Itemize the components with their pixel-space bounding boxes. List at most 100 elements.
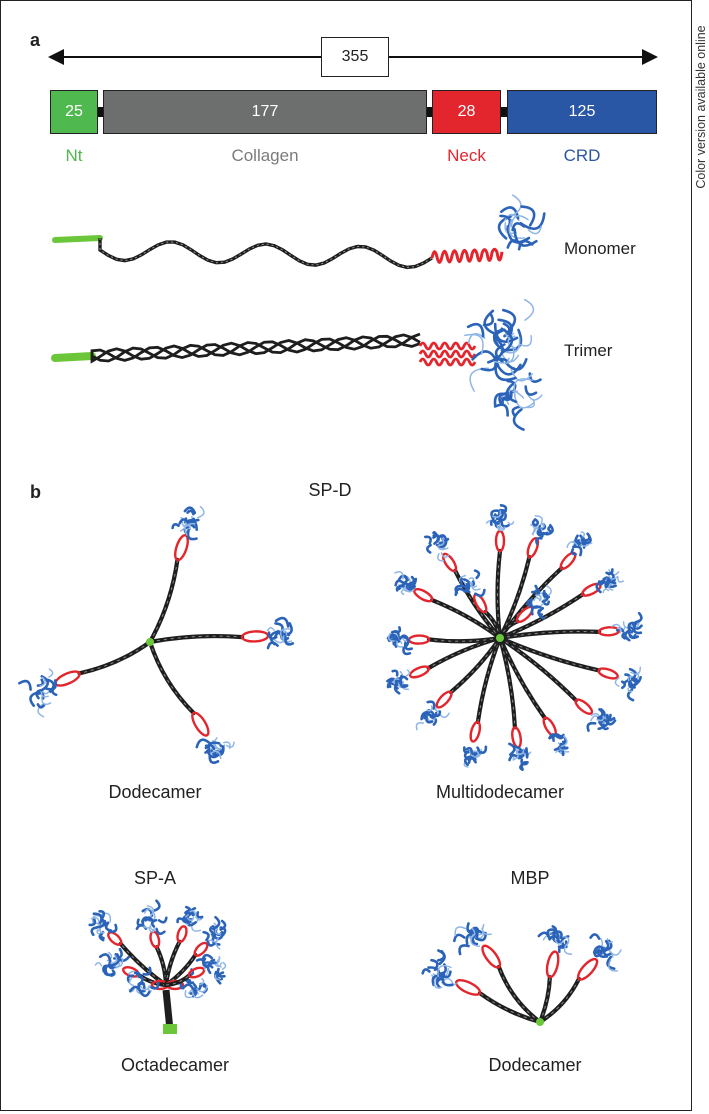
crd-strand: [493, 403, 509, 417]
figure-frame: [0, 0, 692, 1111]
crd-strand: [98, 910, 106, 919]
segment-neck: 28: [432, 90, 501, 134]
crd-strand: [628, 626, 635, 634]
crd-strand: [149, 981, 160, 990]
collagen-texture: [450, 637, 501, 693]
collagen-texture: [120, 943, 167, 986]
crd-strand: [513, 378, 533, 397]
crd-strand: [183, 506, 197, 515]
crd-strand: [531, 518, 538, 527]
crd-strand: [90, 917, 100, 926]
crd-strand: [535, 536, 543, 546]
crd-strand: [632, 624, 643, 635]
segment-nt: 25: [50, 90, 98, 134]
crd-strand: [397, 584, 405, 591]
collagen-texture: [477, 637, 501, 723]
linker: [97, 107, 105, 117]
crd-strand: [454, 587, 466, 597]
crd-strand: [423, 712, 432, 720]
crd-strand: [470, 935, 479, 946]
crd-strand: [435, 977, 444, 989]
crd-strand: [284, 636, 295, 646]
crd-strand: [532, 527, 544, 536]
crd-strand: [462, 746, 471, 754]
crd-strand: [533, 526, 539, 531]
collagen-stalk: [477, 991, 543, 1025]
crd-strand: [482, 313, 494, 327]
neck-helix: [481, 944, 502, 969]
crd-strand: [186, 528, 198, 541]
crd-strand: [195, 738, 212, 749]
crd-strand: [39, 676, 46, 687]
crd-strand: [563, 943, 573, 956]
label-collagen: Collagen: [231, 146, 299, 165]
color-note-text: Color version available online: [694, 25, 708, 189]
label-neck: Neck: [447, 146, 486, 165]
crd-strand: [399, 680, 408, 689]
neck-helix: [191, 711, 210, 737]
crd-strand: [391, 669, 399, 677]
crd-strand: [518, 335, 533, 347]
crd-strand: [110, 969, 116, 977]
crd-strand: [279, 628, 291, 640]
crd-strand: [215, 971, 225, 985]
collagen-helix: [98, 238, 433, 270]
crd-strand: [393, 626, 402, 634]
crd-strand: [196, 505, 205, 519]
crd-strand: [466, 922, 477, 935]
color-note: Color version available online: [694, 2, 708, 212]
crd-strand: [176, 917, 184, 924]
crd-strand: [554, 939, 564, 945]
crd-strand: [146, 905, 155, 917]
crd-strand: [533, 596, 541, 602]
crd-strand: [211, 932, 225, 940]
crd-strand: [628, 620, 641, 629]
collagen-stalk: [77, 639, 153, 676]
crd-strand: [142, 966, 152, 976]
crd-strand: [621, 631, 627, 640]
spd-multidodecamer: [386, 504, 643, 771]
spd-title: SP-D: [308, 480, 352, 500]
crd-strand: [219, 919, 227, 931]
crd-strand: [589, 933, 601, 940]
crd-strand: [458, 944, 470, 956]
mbp-dodecamer: [421, 922, 622, 1026]
crd-strand: [221, 961, 227, 970]
collagen-texture: [99, 238, 433, 268]
crd-strand: [185, 905, 192, 916]
monomer-label: Monomer: [564, 239, 636, 258]
nt-hub: [146, 638, 154, 646]
crd-strand: [463, 755, 472, 767]
crd-strand: [505, 382, 518, 404]
crd-strand: [570, 548, 577, 556]
crd-strand: [602, 588, 610, 594]
crd-strand: [552, 931, 563, 944]
total-length-box: 355: [321, 37, 389, 77]
collagen-texture: [165, 975, 190, 986]
crd-strand: [402, 646, 412, 656]
crd-strand: [474, 588, 486, 598]
crd-strand: [150, 918, 158, 928]
crd-strand: [186, 916, 195, 922]
crd-strand: [426, 705, 433, 712]
crd-strand: [586, 721, 597, 732]
crd-strand: [431, 974, 444, 987]
crd-strand: [110, 954, 118, 965]
crd-strand: [531, 584, 539, 594]
crd-strand: [36, 703, 46, 709]
crd-strand: [434, 707, 441, 712]
crd-strand: [396, 639, 404, 648]
neck-helix: [54, 670, 81, 687]
crd-strand: [572, 545, 583, 557]
crd-strand: [511, 222, 526, 232]
crd-strand: [584, 535, 592, 545]
crd-strand: [464, 333, 484, 356]
crd-strand: [402, 575, 409, 585]
crd-strand: [526, 398, 536, 409]
arrow-left-head: [48, 49, 64, 65]
crd-strand: [607, 577, 616, 584]
crd-strand: [551, 925, 558, 935]
neck-helix: [407, 634, 431, 645]
collagen-texture: [165, 954, 196, 986]
crd-strand: [566, 541, 579, 549]
